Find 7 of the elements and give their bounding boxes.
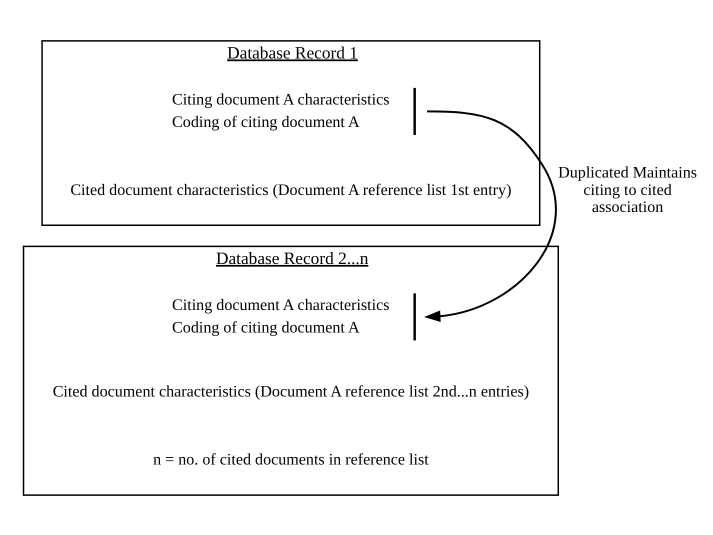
node-text: Cited document characteristics (Document A reference list 2nd...n entries) [52, 383, 530, 400]
node-text: n = no. of cited documents in reference list [153, 451, 429, 468]
node-text: Cited document characteristics (Document A reference list 1st entry) [70, 181, 512, 198]
edge-label: Duplicated Maintains citing to cited association [558, 164, 698, 216]
node-text: Citing document A characteristics Coding of citing document A [172, 90, 390, 130]
node-text: Citing document A characteristics Coding of citing document A [172, 296, 390, 336]
arrow [424, 110, 557, 322]
